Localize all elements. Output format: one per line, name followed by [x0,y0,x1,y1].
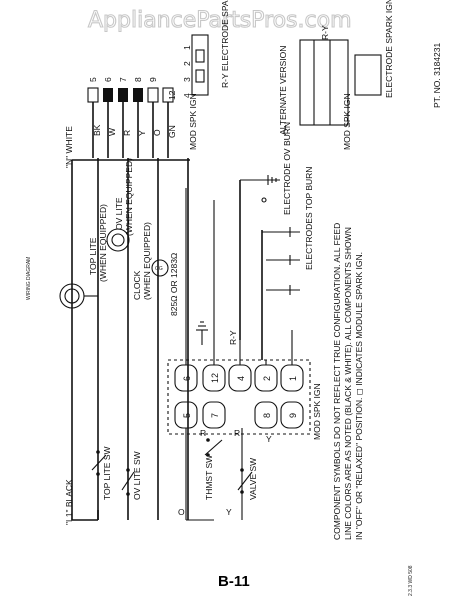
svg-text:BK: BK [92,124,102,136]
notes-line-3: IN "OFF" OR "RELAXED" POSITION. ◻ INDICA… [354,252,364,540]
svg-text:R: R [234,428,240,438]
svg-text:4: 4 [236,376,246,381]
alternate-version-label: ALTERNATE VERSION [278,46,288,135]
svg-text:Y: Y [226,507,232,517]
svg-text:4: 4 [182,93,192,98]
svg-text:5: 5 [182,413,192,418]
svg-text:Y: Y [266,434,272,444]
valve-switch [237,428,253,520]
svg-text:3: 3 [182,77,192,82]
notes-line-2: LINE COLORS ARE AS NOTED (BLACK & WHITE)… [343,227,353,540]
ov-lite-label: OV LITE [114,197,124,230]
ry-alt-label: R-Y [320,25,330,40]
diagram-title: WIRING DIAGRAM [26,257,32,300]
wiring-schematic: TOP LITE (WHEN EQUIPPED) OV LITE (WHEN E… [59,0,442,525]
alternate-version-connector [299,39,382,126]
svg-text:9: 9 [288,413,298,418]
electrode-ov-burn-label: ELECTRODE OV BURN [282,122,292,215]
svg-text:8: 8 [262,413,272,418]
svg-text:R: R [122,130,132,136]
top-lite-lamp [59,283,98,309]
part-number: PT. NO. 3184231 [432,43,442,108]
top-lite-switch [91,450,107,476]
notes-line-1: COMPONENT SYMBOLS DO NOT REFLECT TRUE CO… [332,223,342,540]
footnote-code: 2.3.3 WD 508 [408,565,414,596]
thrmst-sw-label: THMST SW [204,455,214,500]
svg-text:2: 2 [182,61,192,66]
valve-sw-label: VALVE SW [248,458,258,500]
svg-text:12: 12 [210,373,220,383]
svg-text:7: 7 [210,413,220,418]
ov-lite-switch [121,468,135,496]
module-outline [167,359,311,435]
n-white-label: "N" WHITE [64,126,74,168]
ground-symbol [196,321,208,345]
svg-text:5: 5 [88,77,98,82]
module-blocks-bottom-row: 5 7 8 9 [174,401,304,429]
electrode-connector: 1 2 3 4 [182,34,209,98]
mod-spk-ign-top-label: MOD SPK IGN [188,93,198,150]
clock-symbol: GG [151,259,169,277]
svg-text:Y: Y [137,130,147,136]
ov-lite-lamp [106,228,130,252]
top-lite-when-label: (WHEN EQUIPPED) [98,204,108,282]
svg-text:O: O [152,129,162,136]
svg-text:GN: GN [167,125,177,138]
clock-when-label: (WHEN EQUIPPED) [142,222,152,300]
svg-text:6: 6 [182,376,192,381]
svg-text:GG: GG [155,266,163,272]
ov-lite-sw-label: OV LITE SW [132,451,142,500]
electrodes-top-burn [261,227,300,360]
svg-text:1: 1 [288,376,298,381]
module-connector-top: 5 6 7 8 9 12 [87,77,177,103]
module-blocks-top-row: 6 12 4 2 1 [174,364,304,392]
electrode-ov-burn [239,175,280,340]
svg-text:6: 6 [103,77,113,82]
svg-text:1: 1 [182,45,192,50]
electrode-spark-label: ELECTRODE SPARK IGN LEADS [384,0,394,98]
l1-black-label: "L1" BLACK [64,479,74,525]
wire-color-labels: BK W R Y O GN [92,124,177,138]
ry-lead-label: R-Y [228,330,238,345]
switch-terminal-labels: R R Y O Y [178,428,272,517]
ov-lite-when-label: (WHEN EQUIPPED) [124,158,134,236]
mod-spk-ign-alt-label: MOD SPK IGN [342,93,352,150]
svg-text:R: R [200,428,206,438]
ry-electrode-label: R-Y ELECTRODE SPARK IGN LEADS [220,0,230,88]
watermark: AppliancePartsPros.com [88,8,352,33]
top-lite-label: TOP LITE [88,237,98,275]
svg-text:W: W [107,128,117,136]
resistor-label: 825Ω OR 1283Ω [169,253,179,316]
top-lite-sw-label: TOP LITE SW [102,446,112,500]
svg-text:8: 8 [133,77,143,82]
svg-text:2: 2 [262,376,272,381]
clock-label: CLOCK [132,270,142,300]
mod-spk-ign-label: MOD SPK IGN [312,383,322,440]
svg-text:7: 7 [118,77,128,82]
svg-text:O: O [178,507,185,517]
svg-text:9: 9 [148,77,158,82]
thermostat-switch [185,428,223,521]
svg-text:12: 12 [167,90,177,100]
page-number: B-11 [218,573,250,590]
electrodes-top-burn-label: ELECTRODES TOP BURN [304,167,314,270]
